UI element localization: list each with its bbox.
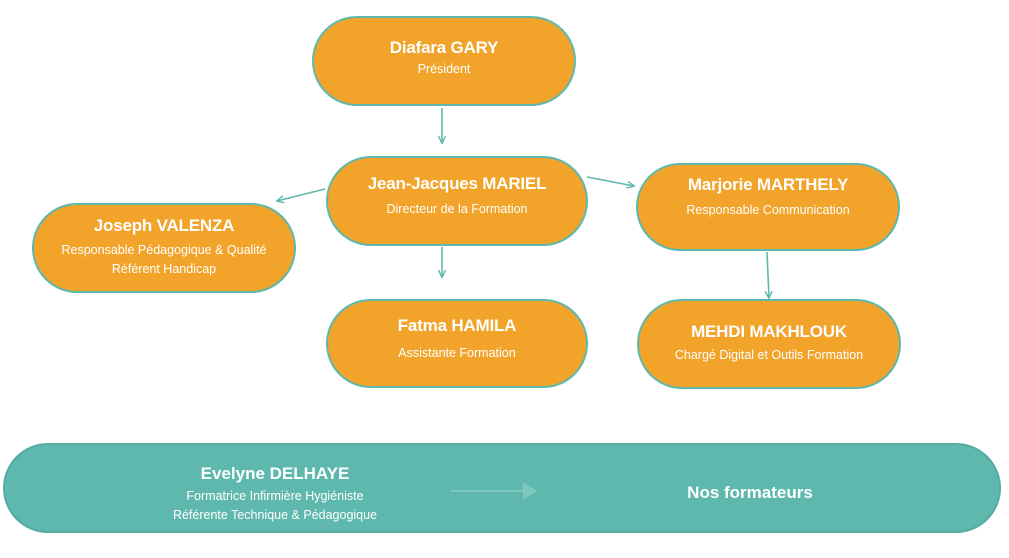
- banner-name: Evelyne DELHAYE: [200, 464, 350, 483]
- node-role-secondary: Référent Handicap: [111, 262, 217, 276]
- node-marjorie-marthely: Marjorie MARTHELY Responsable Communicat…: [636, 163, 900, 251]
- node-role: Président: [417, 62, 471, 76]
- node-diafara-gary: Diafara GARY Président: [312, 16, 576, 106]
- node-role: Responsable Communication: [686, 203, 850, 217]
- node-name: Fatma HAMILA: [397, 316, 517, 335]
- nos-formateurs-label: Nos formateurs: [687, 483, 813, 502]
- node-name: Diafara GARY: [389, 38, 499, 57]
- banner-role: Formatrice Infirmière Hygiéniste: [186, 489, 364, 503]
- node-role: Directeur de la Formation: [386, 202, 528, 216]
- edge-mariel-to-marthely: [586, 176, 634, 186]
- edge-mariel-to-valenza: [277, 188, 326, 201]
- node-name: Marjorie MARTHELY: [687, 175, 849, 194]
- node-name: MEHDI MAKHLOUK: [691, 322, 847, 341]
- edge-marthely-to-makhlouk: [767, 251, 769, 298]
- node-name: Joseph VALENZA: [93, 216, 235, 235]
- node-mehdi-makhlouk: MEHDI MAKHLOUK Chargé Digital et Outils …: [637, 299, 901, 389]
- right-arrow-icon: [451, 482, 537, 500]
- banner-role-secondary: Référente Technique & Pédagogique: [172, 508, 378, 522]
- node-name: Jean-Jacques MARIEL: [367, 174, 547, 193]
- banner-trainers: Evelyne DELHAYE Formatrice Infirmière Hy…: [3, 443, 1001, 533]
- node-jean-jacques-mariel: Jean-Jacques MARIEL Directeur de la Form…: [326, 156, 588, 246]
- node-fatma-hamila: Fatma HAMILA Assistante Formation: [326, 299, 588, 388]
- node-role: Chargé Digital et Outils Formation: [674, 348, 864, 362]
- node-role: Assistante Formation: [398, 346, 516, 360]
- node-role: Responsable Pédagogique & Qualité: [61, 243, 267, 257]
- node-joseph-valenza: Joseph VALENZA Responsable Pédagogique &…: [32, 203, 296, 293]
